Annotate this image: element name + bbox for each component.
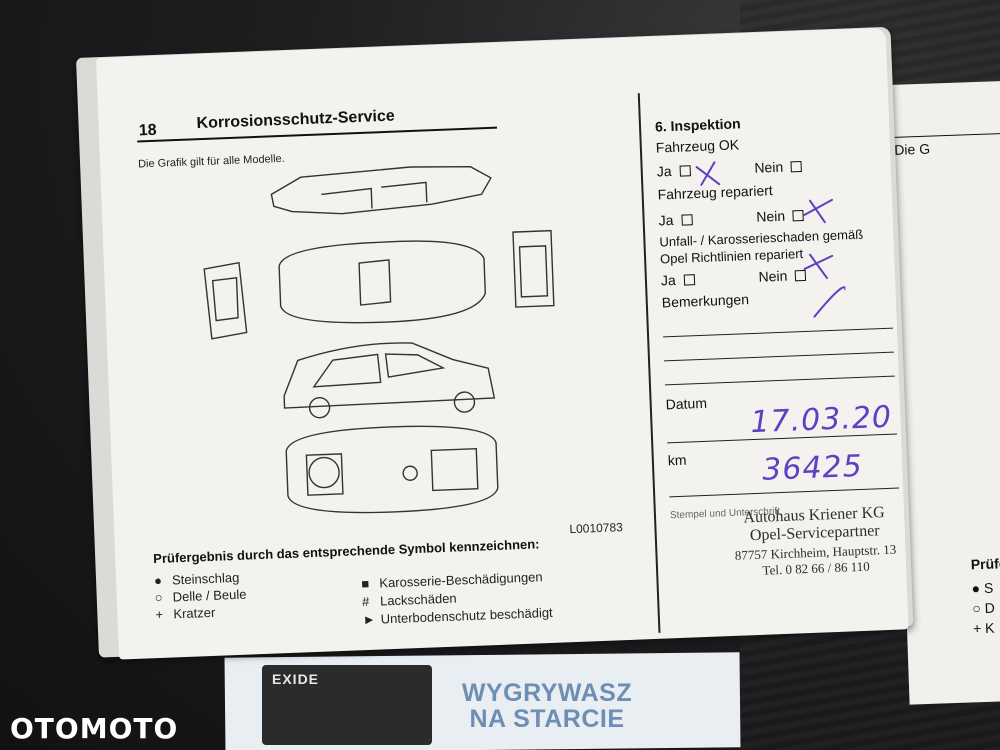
checkmarks: [695, 161, 847, 318]
remarks-line-1: [663, 327, 893, 338]
front-wheel: [308, 396, 331, 419]
check-no-2: [803, 198, 833, 224]
car-rear-view: [512, 229, 555, 308]
remarks-line-3: [664, 375, 895, 386]
car-top-view: [278, 240, 487, 324]
km-line: [669, 487, 900, 498]
check-yes-1: [695, 161, 721, 186]
handwritten-date: 17.03.20: [749, 399, 893, 441]
legend-scratch: +Kratzer: [155, 604, 216, 623]
legend-dent: ○Delle / Beule: [154, 586, 247, 606]
car-side-view: [283, 342, 496, 409]
page-number: 18: [138, 121, 157, 140]
right-legend-2: ○ D: [972, 599, 996, 617]
promo-line-2: NA STARCIE: [469, 705, 625, 733]
result-heading: Prüfergebnis durch das entsprechende Sym…: [152, 536, 540, 567]
km-label: km: [667, 451, 687, 469]
page-title: Korrosionsschutz-Service: [196, 107, 396, 133]
rear-axle: [402, 465, 418, 481]
dealer-stamp: Autohaus Kriener KG Opel-Servicepartner …: [714, 503, 917, 581]
battery-image: EXIDE: [262, 665, 432, 745]
right-page-legend: ● S ○ D + K: [971, 578, 996, 639]
legend-right: ■Karosserie-Beschädigungen #Lackschäden …: [361, 568, 553, 629]
checkbox-yes-3[interactable]: [683, 274, 695, 286]
diagram-code: L0010783: [569, 520, 624, 537]
right-legend-1: ● S: [971, 579, 994, 597]
checkbox-yes-2[interactable]: [681, 214, 693, 226]
date-label: Datum: [665, 394, 708, 413]
promo-line-1: WYGRYWASZ: [461, 679, 633, 707]
inspection-title: 6. Inspektion: [654, 115, 741, 135]
otomoto-watermark: OTOMOTO: [10, 712, 179, 745]
battery-brand: EXIDE: [272, 671, 320, 687]
rear-wheel: [453, 391, 476, 413]
checkbox-yes-1[interactable]: [679, 165, 691, 177]
title-rule: [137, 126, 497, 142]
legend-left: ●Steinschlag ○Delle / Beule +Kratzer: [154, 569, 248, 623]
right-page-heading: Prüfe: [970, 555, 1000, 573]
car-diagram: [203, 166, 555, 514]
right-legend-3: + K: [972, 619, 995, 637]
handwritten-km: 36425: [761, 448, 864, 488]
right-page-text: Die G: [893, 132, 1000, 158]
car-unfolded-view: [270, 166, 492, 215]
car-underbody-view: [285, 425, 499, 514]
spare-wheel: [308, 456, 340, 489]
signature-stroke: [813, 286, 847, 318]
remarks-line-2: [664, 351, 894, 362]
car-front-view: [203, 261, 248, 340]
promo-text: WYGRYWASZ NA STARCIE: [452, 680, 642, 732]
car-views: [203, 166, 555, 514]
service-page: 18 Korrosionsschutz-Service Die Grafik g…: [96, 27, 909, 660]
check-no-3: [803, 253, 834, 280]
